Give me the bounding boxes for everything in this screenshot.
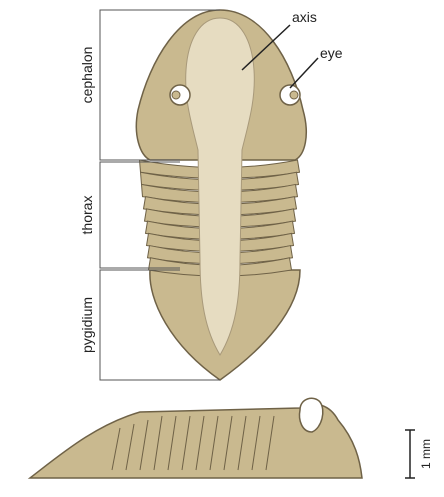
trilobite-dorsal-view: axis eye (136, 9, 342, 380)
left-eye-icon (170, 85, 190, 105)
scale-bar (405, 430, 415, 478)
eye-pointer (290, 58, 318, 88)
trilobite-lateral-view (30, 398, 362, 478)
cephalon-label: cephalon (79, 47, 95, 104)
axis-label: axis (292, 9, 317, 25)
thorax-label: thorax (79, 196, 95, 235)
scale-bar-label: 1 mm (419, 439, 433, 469)
pygidium-label: pygidium (79, 297, 95, 353)
eye-label: eye (320, 45, 343, 61)
